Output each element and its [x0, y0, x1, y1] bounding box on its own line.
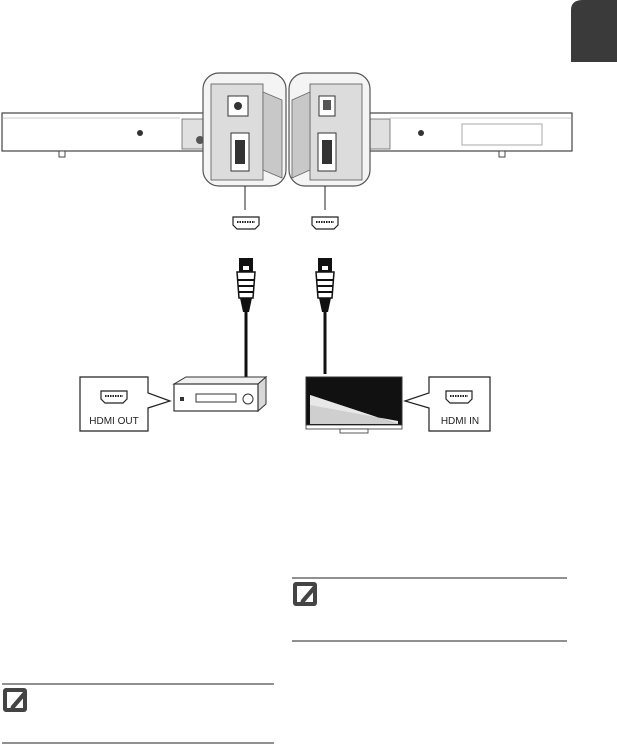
- tv: [305, 376, 403, 434]
- hdmi-cable-left: [236, 258, 256, 378]
- hdmi-out-label: HDMI OUT: [89, 416, 138, 427]
- source-device: [172, 375, 268, 413]
- zoom-bubble-right: [288, 72, 371, 210]
- hdmi-port-icon: [232, 216, 260, 230]
- hdmi-out-callout: HDMI OUT: [79, 376, 172, 432]
- note-pencil-icon: [293, 582, 317, 606]
- note-block-left: [2, 683, 274, 744]
- soundbar-right: [367, 112, 573, 158]
- zoom-bubble-left: [202, 72, 287, 210]
- hdmi-in-label: HDMI IN: [441, 416, 479, 427]
- section-tab: [571, 0, 617, 62]
- note-pencil-icon: [3, 688, 27, 712]
- hdmi-port-icon: [311, 216, 339, 230]
- soundbar-left: [1, 112, 209, 158]
- hdmi-in-callout: HDMI IN: [402, 376, 491, 432]
- hdmi-cable-right: [315, 258, 335, 374]
- note-block-right: [292, 577, 567, 642]
